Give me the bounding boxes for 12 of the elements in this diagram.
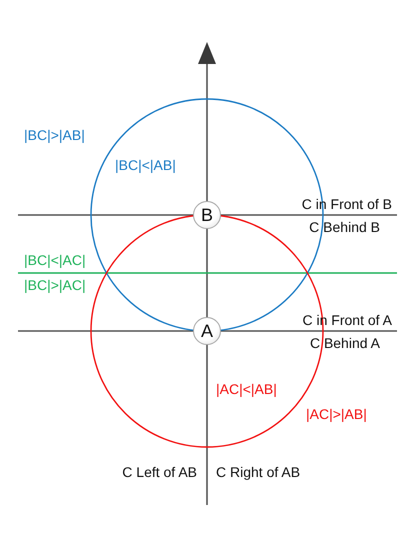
region-label: |BC|>|AC|	[24, 277, 86, 293]
region-label: |AC|>|AB|	[306, 406, 367, 422]
region-label: |BC|<|AC|	[24, 252, 86, 268]
region-label: C Right of AB	[216, 464, 300, 480]
point-marker: B	[193, 201, 221, 229]
region-label: |BC|>|AB|	[24, 127, 85, 143]
region-label: |AC|<|AB|	[216, 381, 277, 397]
region-label: C Behind B	[309, 219, 380, 235]
region-label: C Left of AB	[122, 464, 197, 480]
region-label: C Behind A	[310, 335, 380, 351]
point-marker: A	[193, 317, 221, 345]
region-label: |BC|<|AB|	[115, 157, 176, 173]
